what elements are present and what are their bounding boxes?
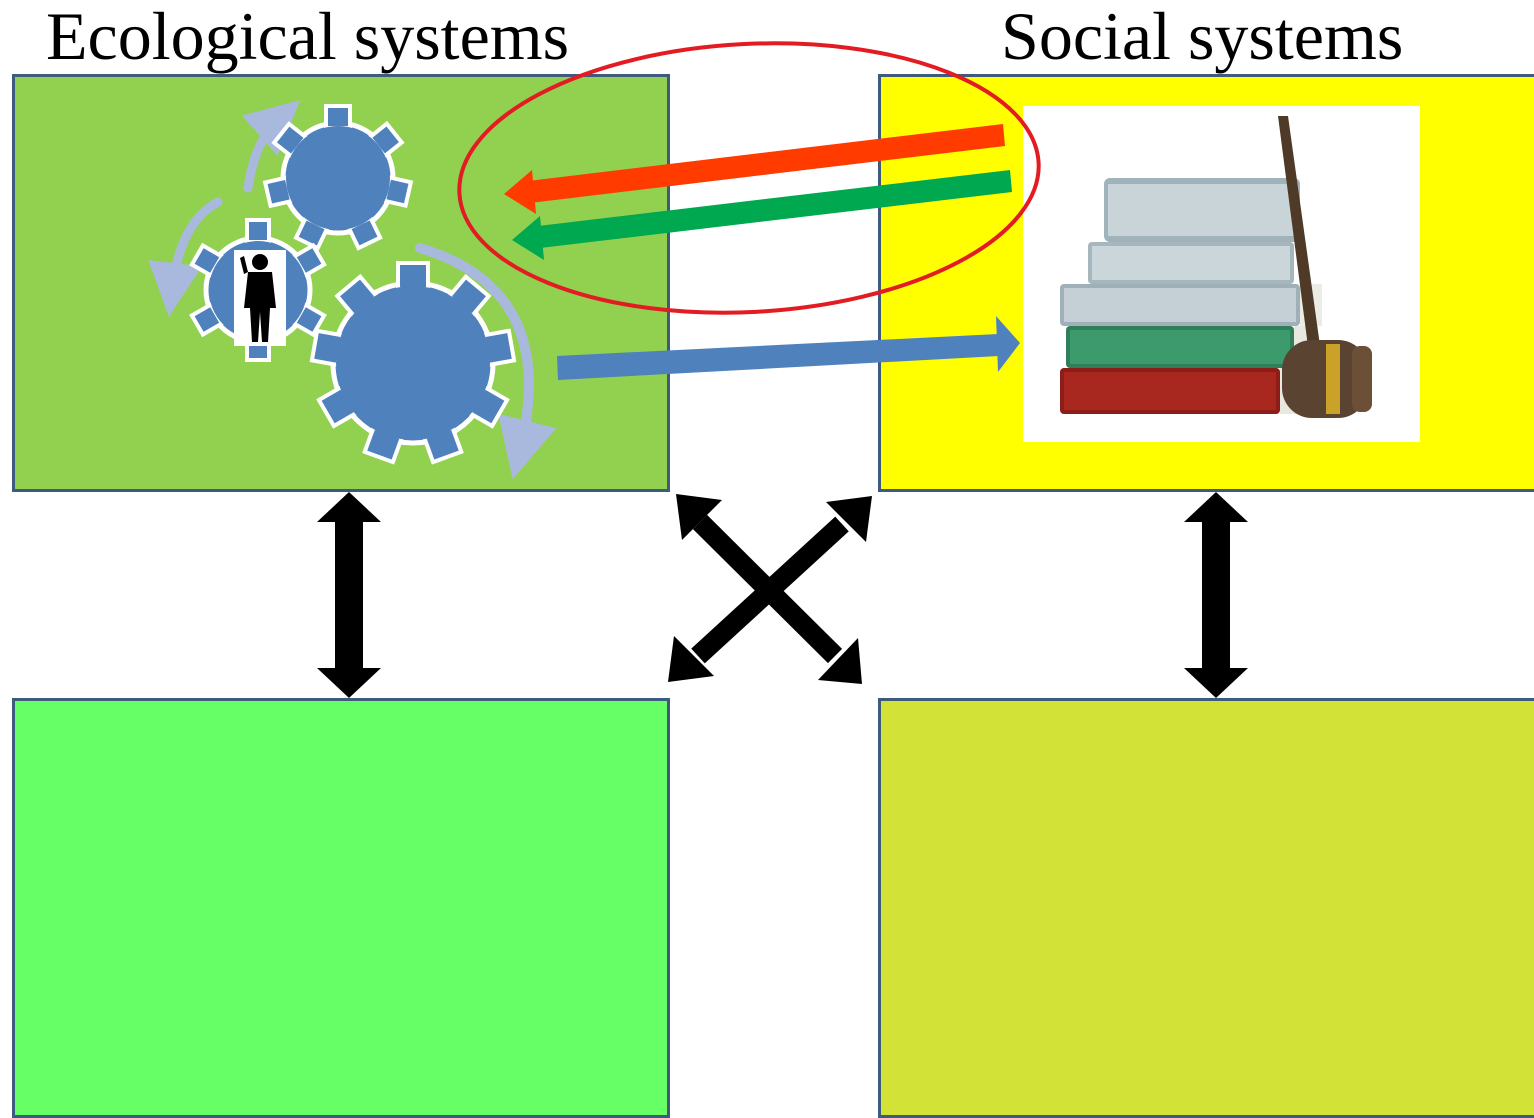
ecological-bottom-box: [12, 698, 670, 1118]
green-feedback-arrow: [512, 170, 1012, 260]
interlocking-gears-icon: [148, 100, 557, 480]
cycle-arrow-left: [148, 197, 223, 317]
red-feedback-arrow: [504, 124, 1005, 214]
gear-big: [309, 261, 517, 465]
gear-top: [262, 104, 414, 251]
left-vertical-double-arrow: [317, 492, 381, 698]
blue-driver-arrow: [557, 316, 1020, 380]
heading-ecological-systems: Ecological systems: [46, 0, 570, 74]
law-books-gavel-icon: [1023, 106, 1420, 442]
right-vertical-double-arrow: [1184, 492, 1248, 698]
highlight-ellipse: [457, 41, 1041, 315]
cycle-arrow-right: [415, 243, 557, 480]
diagonal-cross-arrows: [668, 494, 872, 684]
cycle-arrow-top: [241, 100, 301, 193]
person-silhouette-icon: [234, 250, 286, 346]
social-bottom-box: [878, 698, 1534, 1118]
heading-social-systems: Social systems: [1001, 0, 1404, 74]
